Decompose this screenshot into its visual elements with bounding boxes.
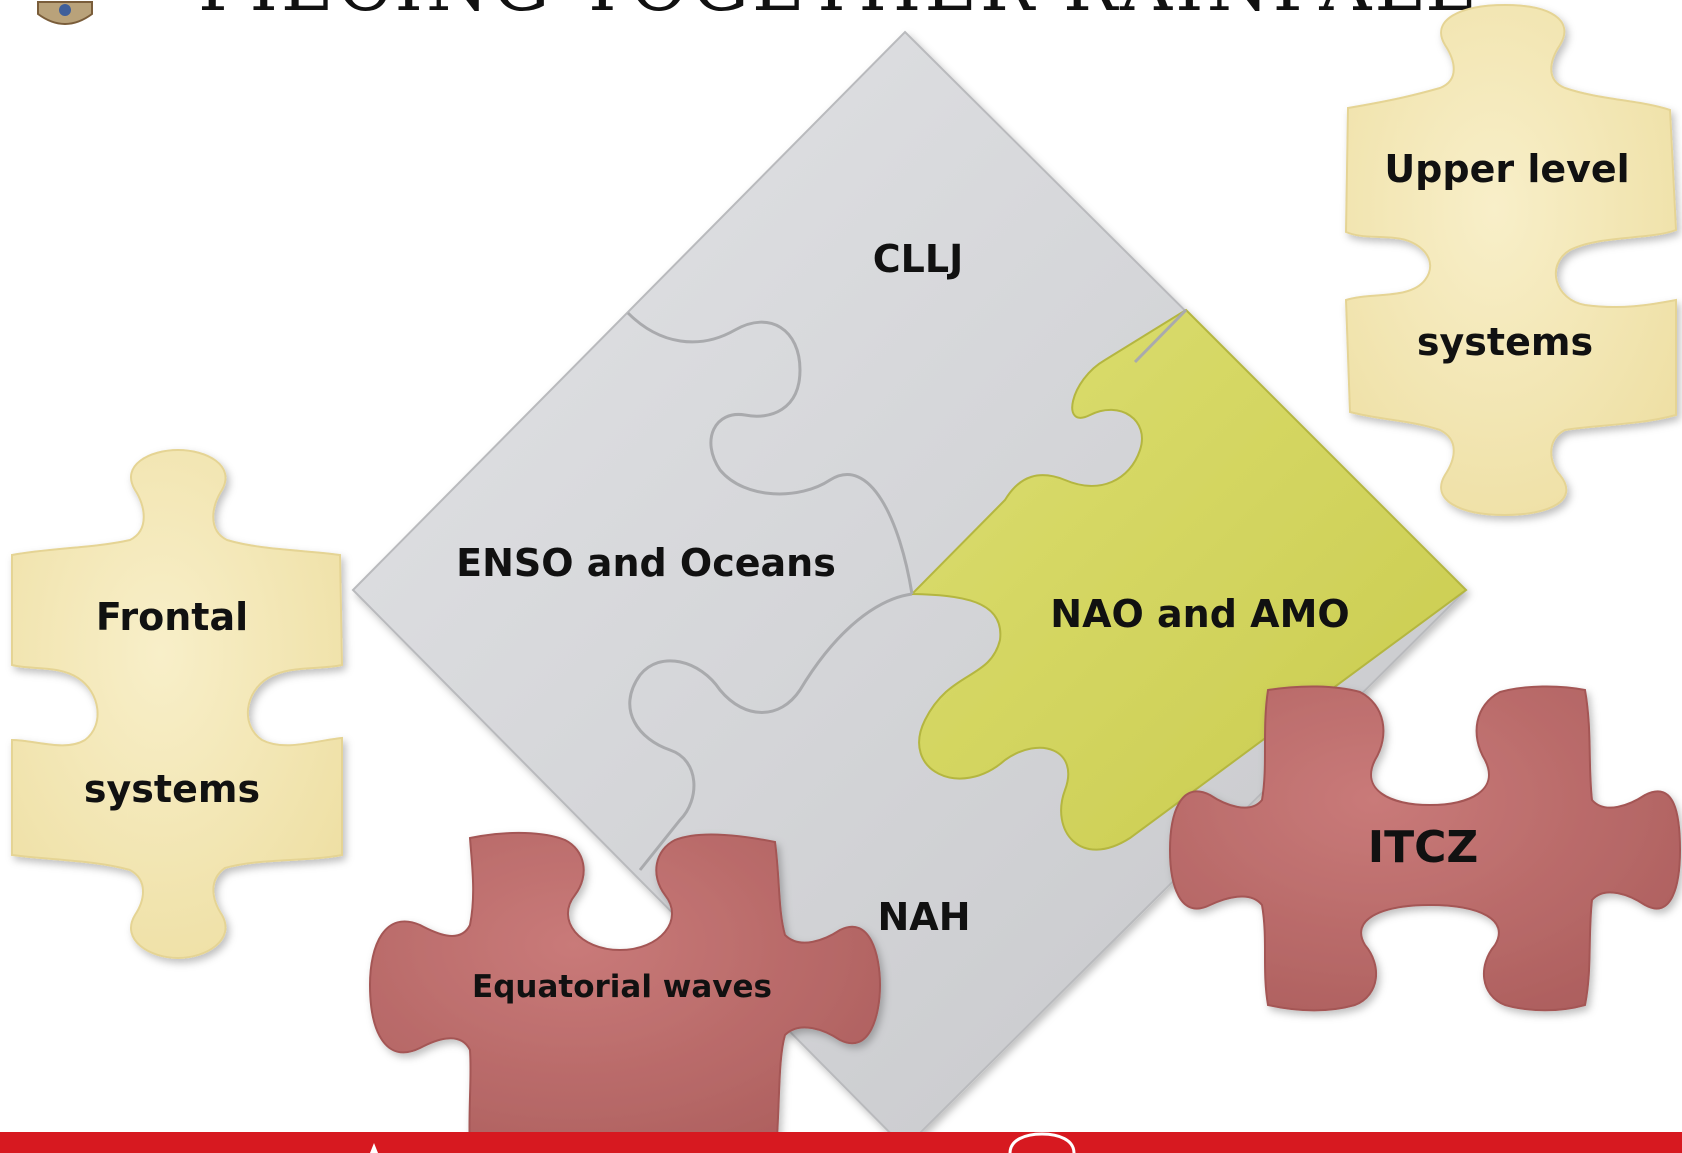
puzzle-piece-itcz xyxy=(1168,685,1682,1012)
itcz-label: ITCZ xyxy=(1368,822,1479,873)
frontal-line1: Frontal xyxy=(96,595,248,639)
piece-label-nao-amo: NAO and AMO xyxy=(1050,592,1349,636)
puzzle-piece-equatorial-waves xyxy=(368,831,882,1153)
puzzle-piece-right xyxy=(909,308,1468,851)
frontal-line2: systems xyxy=(84,767,260,811)
piece-label-nah: NAH xyxy=(877,895,970,939)
footer-bar xyxy=(0,1132,1682,1153)
puzzle-piece-upper-level xyxy=(1344,3,1678,517)
piece-label-enso-oceans: ENSO and Oceans xyxy=(456,541,836,585)
footer-mark xyxy=(370,1143,378,1153)
upper-level-line1: Upper level xyxy=(1384,147,1629,191)
page-title: PIECING TOGETHER RAINFALL xyxy=(198,0,1476,27)
equatorial-waves-label: Equatorial waves xyxy=(472,969,772,1005)
piece-label-cllj: CLLJ xyxy=(873,237,963,281)
footer-logo-arc xyxy=(1008,1132,1076,1153)
university-crest-icon xyxy=(37,1,93,25)
upper-level-line2: systems xyxy=(1417,320,1593,364)
center-puzzle-square xyxy=(351,30,1468,1150)
puzzle-piece-frontal xyxy=(11,448,344,960)
